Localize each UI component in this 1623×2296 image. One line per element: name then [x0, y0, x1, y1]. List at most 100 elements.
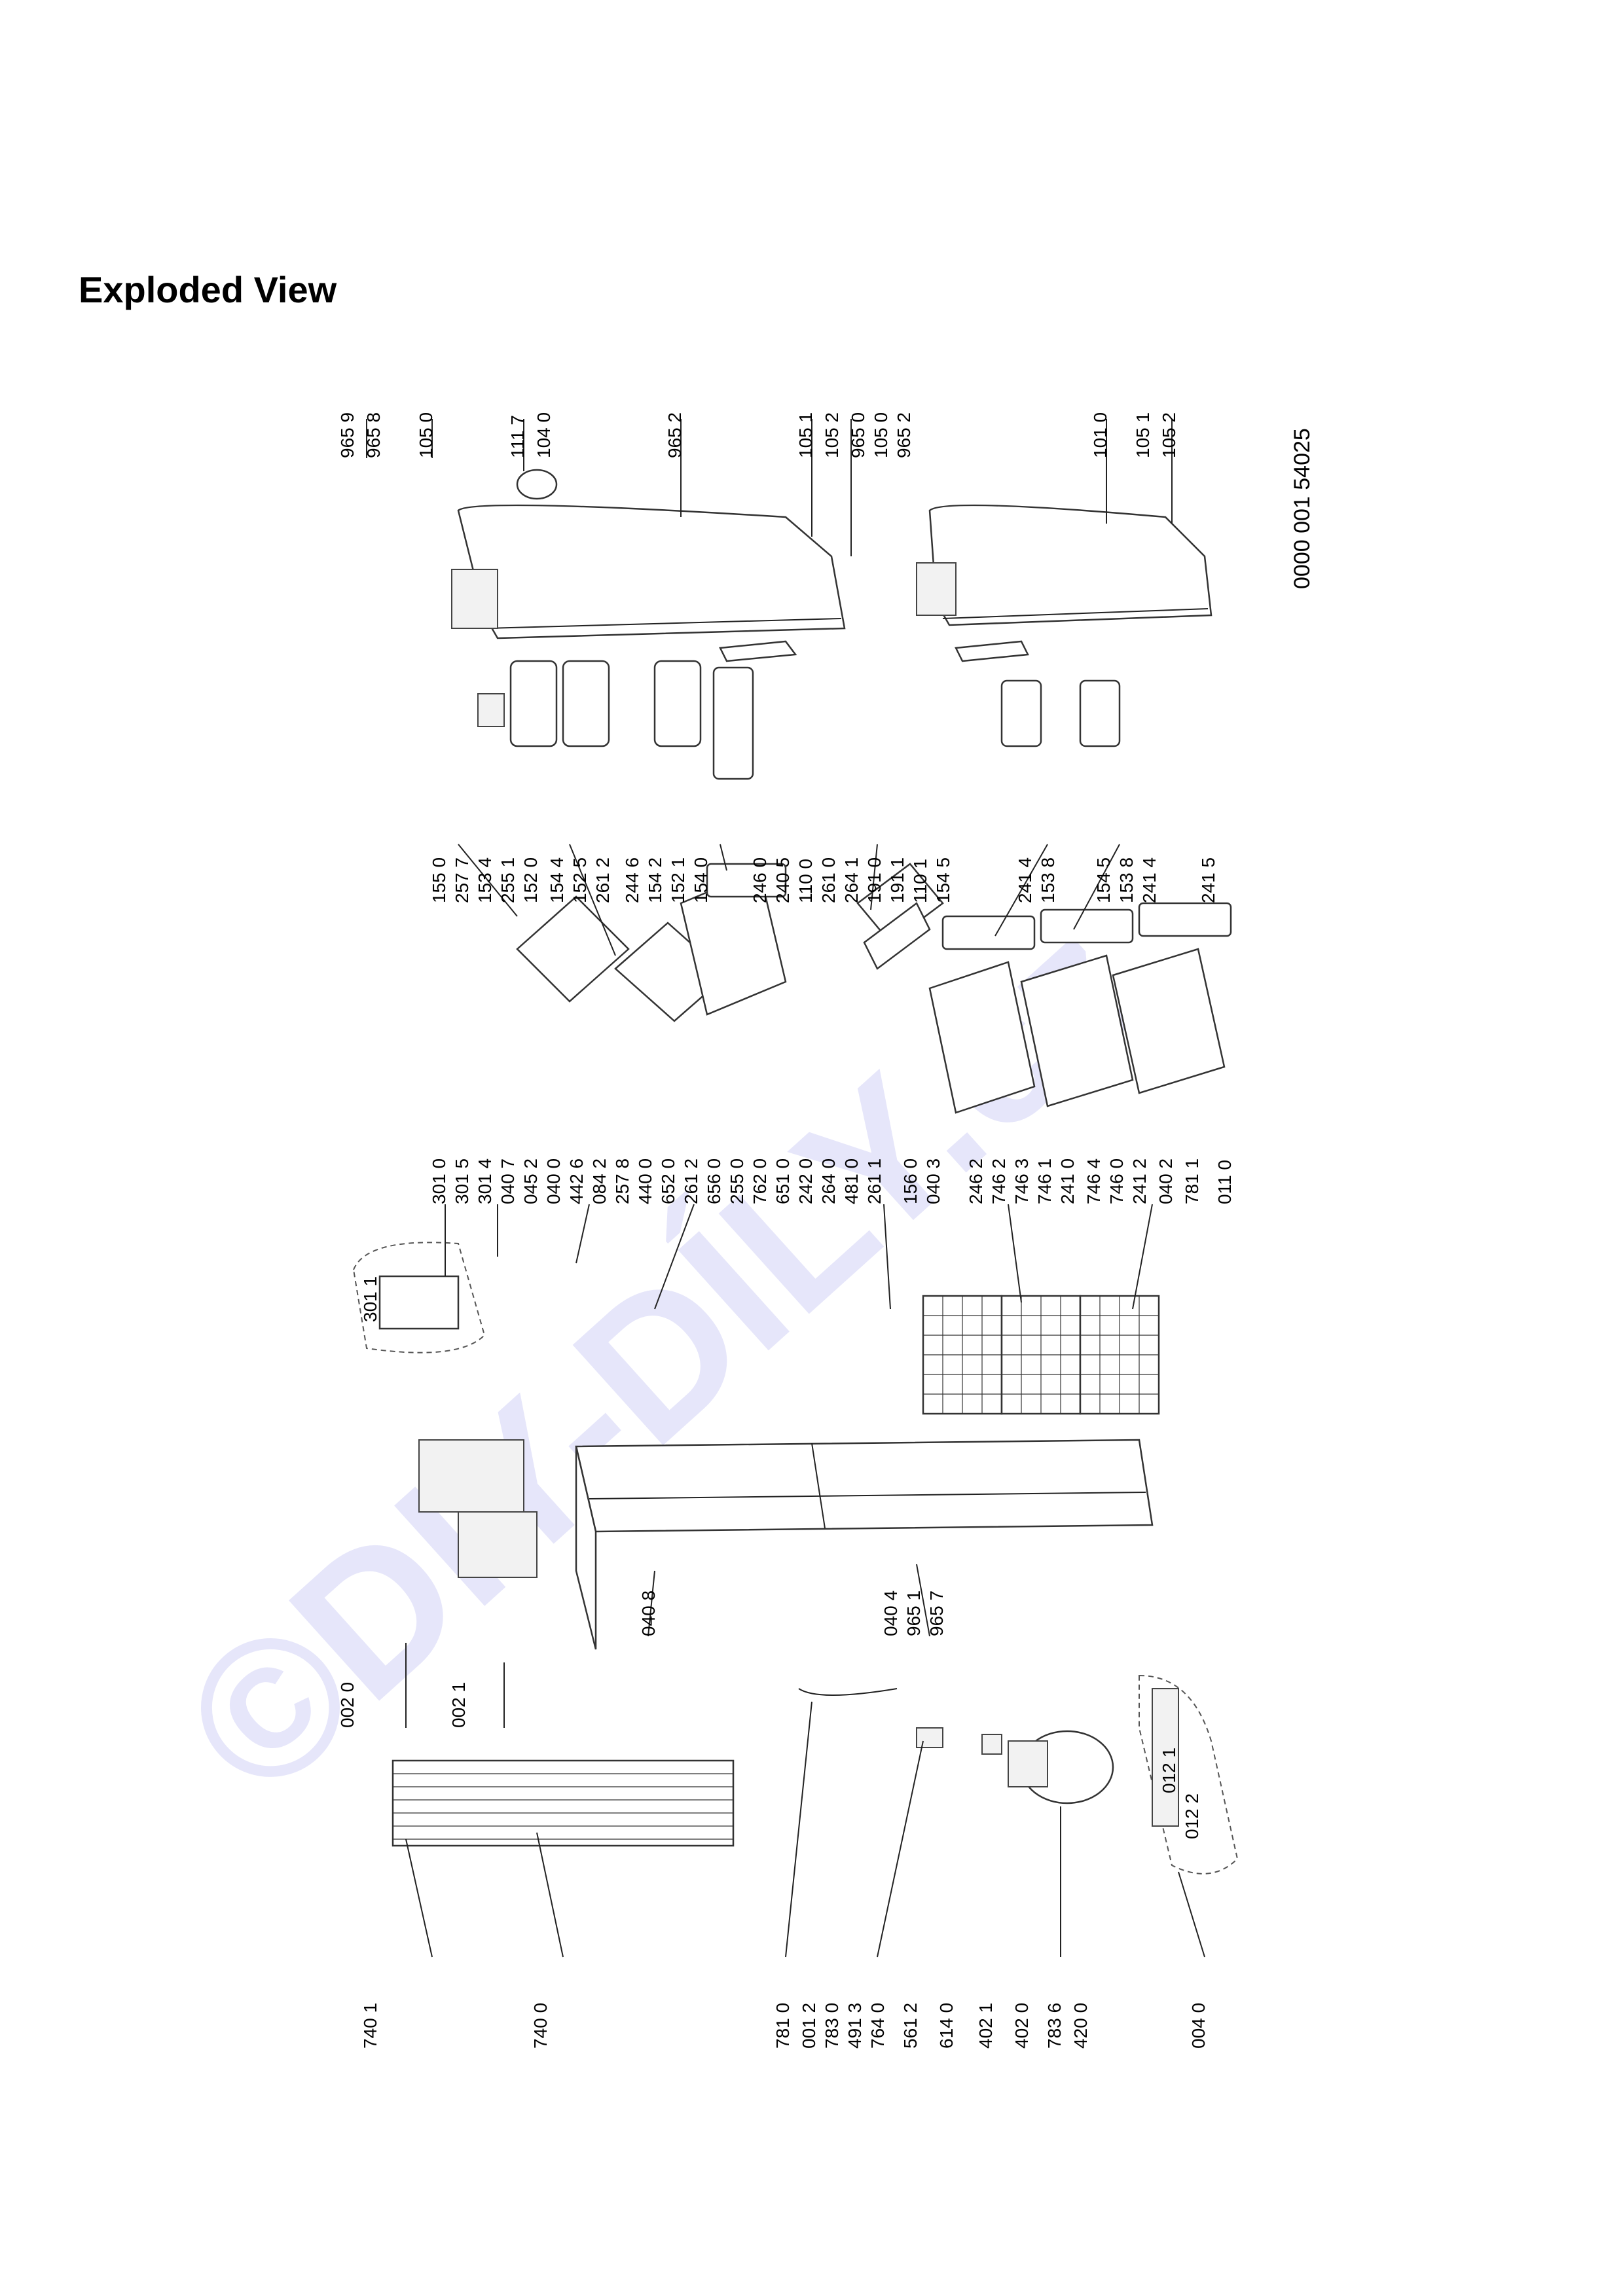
labels-group-4: 301 1 002 0 002 1 040 8 040 4 965 1 965 … [337, 1276, 1202, 1839]
part-label: 965 2 [665, 412, 685, 458]
part-label: 111 7 [507, 415, 528, 458]
part-label: 481 0 [841, 1158, 862, 1204]
part-label: 110 1 [910, 859, 930, 903]
part-label: 301 0 [429, 1158, 449, 1204]
part-label: 155 0 [429, 857, 449, 903]
part-label: 264 0 [818, 1158, 839, 1204]
part-label: 240 5 [773, 857, 793, 903]
part-label: 781 1 [1182, 1158, 1202, 1204]
part-label: 491 3 [845, 2003, 865, 2049]
part-label: 244 6 [622, 857, 642, 903]
part-label: 781 0 [773, 2003, 793, 2049]
page-title: Exploded View [79, 269, 337, 310]
part-label: 651 0 [773, 1158, 793, 1204]
part-label: 746 2 [989, 1158, 1009, 1204]
part-label: 191 1 [887, 857, 907, 903]
part-label: 656 0 [704, 1158, 724, 1204]
compressor-assembly [1008, 1674, 1239, 1874]
document-code: 0000 001 54025 [1290, 428, 1315, 589]
part-label: 012 1 [1159, 1748, 1179, 1793]
part-label: 965 2 [894, 412, 914, 458]
labels-group-2: 155 0 257 7 153 4 255 1 152 0 154 4 152 … [429, 857, 1218, 903]
part-label: 740 1 [360, 2003, 380, 2049]
part-label: 255 1 [498, 857, 518, 903]
part-label: 040 4 [881, 1590, 901, 1636]
part-label: 002 1 [448, 1682, 469, 1728]
part-label: 084 2 [589, 1158, 610, 1204]
part-label: 261 2 [593, 857, 613, 903]
part-label: 191 0 [864, 857, 884, 903]
part-label: 105 0 [871, 412, 891, 458]
part-label: 241 5 [1198, 857, 1218, 903]
part-label: 440 0 [635, 1158, 655, 1204]
part-label: 257 7 [452, 857, 472, 903]
labels-group-5: 740 1 740 0 781 0 001 2 783 0 491 3 764 … [360, 2003, 1209, 2049]
part-label: 154 2 [645, 857, 665, 903]
part-label: 104 0 [534, 412, 554, 458]
part-label: 264 1 [841, 857, 862, 903]
part-label: 040 7 [498, 1158, 518, 1204]
part-label: 012 2 [1182, 1793, 1202, 1839]
freezer-door-lower [916, 504, 1213, 626]
part-label: 105 2 [822, 412, 842, 458]
crisper-drawers [680, 863, 1232, 1114]
part-label: 246 0 [750, 857, 770, 903]
part-label: 001 2 [799, 2003, 819, 2049]
part-label: 764 0 [867, 2003, 888, 2049]
part-label: 105 2 [1159, 412, 1179, 458]
part-label: 241 4 [1139, 857, 1159, 903]
part-label: 261 0 [818, 857, 839, 903]
part-label: 040 8 [638, 1590, 659, 1636]
part-label: 105 1 [795, 412, 816, 458]
door-shelves [477, 640, 1121, 780]
part-label: 011 0 [1214, 1160, 1235, 1204]
part-label: 255 0 [727, 1158, 747, 1204]
part-label: 301 5 [452, 1158, 472, 1204]
part-label: 242 0 [795, 1158, 816, 1204]
part-label: 965 9 [337, 412, 357, 458]
part-label: 783 0 [822, 2003, 842, 2049]
fridge-door-upper [451, 469, 846, 639]
condenser [392, 1759, 735, 1847]
part-label: 257 8 [612, 1158, 632, 1204]
part-label: 246 2 [966, 1158, 986, 1204]
part-label: 241 4 [1015, 857, 1035, 903]
part-label: 101 0 [1090, 412, 1110, 458]
part-label: 040 3 [923, 1158, 943, 1204]
part-label: 746 3 [1012, 1158, 1032, 1204]
part-label: 740 0 [530, 2003, 551, 2049]
small-parts [798, 1688, 1002, 1755]
part-label: 045 2 [520, 1158, 541, 1204]
part-label: 783 6 [1044, 2003, 1065, 2049]
part-label: 965 8 [363, 412, 384, 458]
part-label: 301 1 [360, 1276, 380, 1322]
part-label: 105 1 [1133, 412, 1153, 458]
part-label: 402 0 [1012, 2003, 1032, 2049]
part-label: 402 1 [976, 2003, 996, 2049]
part-label: 241 2 [1129, 1158, 1150, 1204]
control-panel [352, 1242, 538, 1578]
part-label: 152 1 [668, 857, 688, 903]
labels-group-3: 301 0 301 5 301 4 040 7 045 2 040 0 442 … [429, 1158, 1235, 1204]
part-label: 261 2 [681, 1158, 701, 1204]
part-label: 004 0 [1188, 2003, 1209, 2049]
part-label: 156 0 [900, 1158, 921, 1204]
part-label: 965 1 [903, 1590, 924, 1636]
part-label: 762 0 [750, 1158, 770, 1204]
labels-group-1: 965 9 965 8 105 0 111 7 104 0 965 2 105 … [337, 412, 1179, 458]
part-label: 746 0 [1106, 1158, 1127, 1204]
part-label: 002 0 [337, 1682, 357, 1728]
part-label: 152 5 [570, 857, 590, 903]
part-label: 040 2 [1156, 1158, 1176, 1204]
part-label: 154 5 [933, 857, 953, 903]
freezer-wire-shelves [922, 1295, 1160, 1415]
part-label: 110 0 [795, 859, 816, 903]
part-label: 965 0 [848, 412, 868, 458]
part-label: 420 0 [1070, 2003, 1091, 2049]
part-label: 040 0 [543, 1158, 564, 1204]
part-label: 154 0 [691, 857, 711, 903]
part-label: 561 2 [900, 2003, 921, 2049]
part-label: 965 7 [926, 1590, 947, 1636]
part-label: 746 1 [1034, 1158, 1055, 1204]
